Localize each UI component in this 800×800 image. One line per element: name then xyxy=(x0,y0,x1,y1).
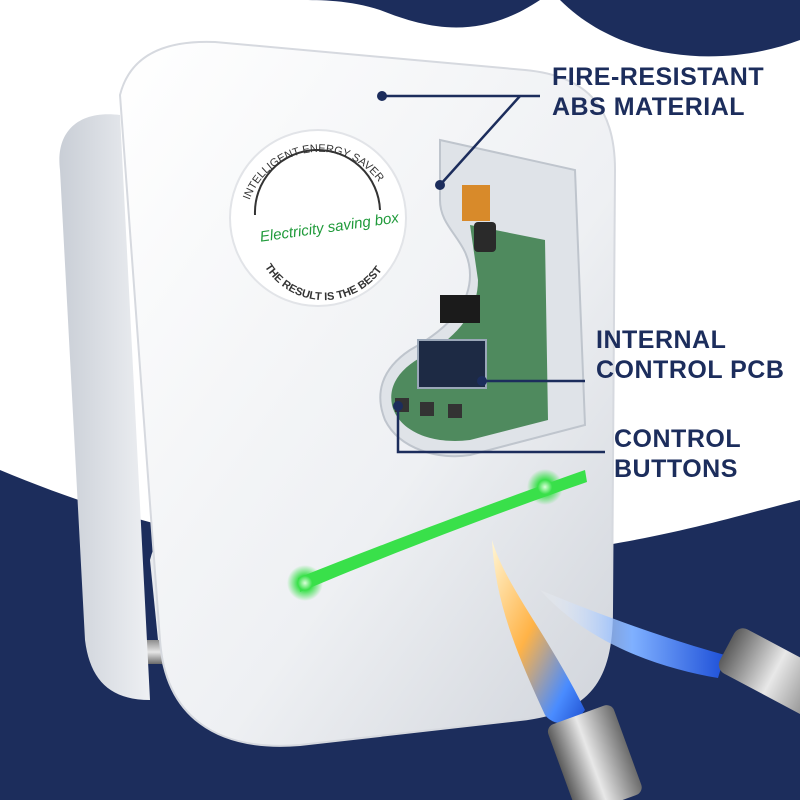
callout-abs-line2: ABS MATERIAL xyxy=(552,93,746,121)
navy-corner xyxy=(560,0,800,57)
pcb-chip xyxy=(440,295,480,323)
callout-buttons-line2: BUTTONS xyxy=(614,455,738,483)
pcb-capacitor xyxy=(474,222,496,252)
callout-pcb-line2: CONTROL PCB xyxy=(596,356,785,384)
pcb-button-2 xyxy=(420,402,434,416)
flame-main xyxy=(492,540,585,724)
gas-torch-icon xyxy=(547,628,800,800)
callout-leader-buttons xyxy=(393,401,605,454)
pcb-display xyxy=(417,339,487,389)
callout-leader-pcb xyxy=(477,376,585,386)
label-sticker: INTELLIGENT ENERGY SAVER Electricity sav… xyxy=(229,129,407,307)
callout-abs-line1: FIRE-RESISTANT xyxy=(552,63,765,91)
flame-secondary xyxy=(540,590,725,678)
callout-abs-material: FIRE-RESISTANT ABS MATERIAL xyxy=(552,62,764,122)
callout-leader-abs xyxy=(377,91,540,190)
led-glow-left xyxy=(287,565,323,601)
callout-control-buttons: CONTROL BUTTONS xyxy=(614,424,741,484)
pcb-button-3 xyxy=(448,404,462,418)
callout-control-pcb: INTERNAL CONTROL PCB xyxy=(596,325,784,385)
led-glow-right xyxy=(527,469,563,505)
device-side xyxy=(59,114,150,700)
callout-buttons-line1: CONTROL xyxy=(614,425,742,453)
callout-pcb-line1: INTERNAL xyxy=(596,326,727,354)
pcb-orange-component xyxy=(462,185,490,221)
led-strip xyxy=(298,470,587,592)
